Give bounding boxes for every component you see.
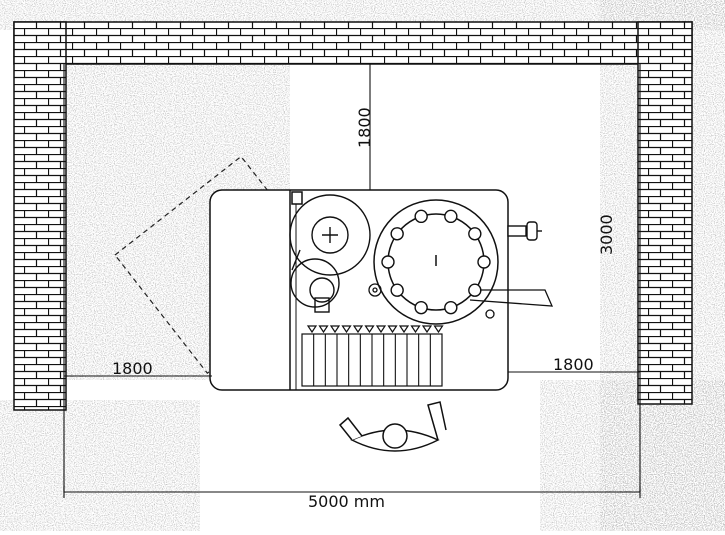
dim-top-clearance: 1800: [355, 107, 374, 148]
output-arm: [368, 283, 554, 319]
nozzle: [375, 325, 387, 334]
turntable-hole: [414, 209, 428, 224]
turntable-hole: [468, 283, 482, 297]
nozzle: [364, 325, 375, 334]
dim-left-clearance: 1800: [112, 359, 153, 378]
nozzle: [318, 325, 329, 334]
turntable-holes: [381, 209, 491, 315]
dimension-lines: [63, 371, 641, 498]
turntable-hole: [444, 300, 458, 315]
nozzle: [341, 325, 352, 334]
lane-dividers: [313, 334, 431, 386]
turntable-hole: [414, 300, 428, 315]
operator-figure-icon: [338, 401, 447, 452]
turntable-hole: [390, 283, 404, 297]
nozzle: [387, 325, 398, 334]
brick-wall: [13, 21, 693, 411]
nozzle: [410, 325, 421, 334]
turntable-hole: [468, 227, 482, 241]
nozzle: [306, 325, 318, 334]
nozzle: [398, 325, 410, 334]
turntable-hole: [477, 255, 491, 269]
dim-right-clearance: 1800: [553, 355, 594, 374]
turntable-hole: [444, 209, 458, 224]
handwheel-icon: [507, 221, 542, 241]
turntable-hole: [390, 227, 404, 241]
nozzle: [433, 325, 444, 334]
nozzle: [352, 325, 364, 334]
nozzle: [329, 325, 341, 334]
dim-right-depth: 3000: [597, 214, 616, 255]
turntable-hole: [381, 255, 395, 269]
dim-total-width: 5000 mm: [308, 492, 385, 511]
reel-icon: [289, 194, 371, 313]
nozzle: [421, 325, 433, 334]
filling-nozzles: [306, 325, 444, 334]
